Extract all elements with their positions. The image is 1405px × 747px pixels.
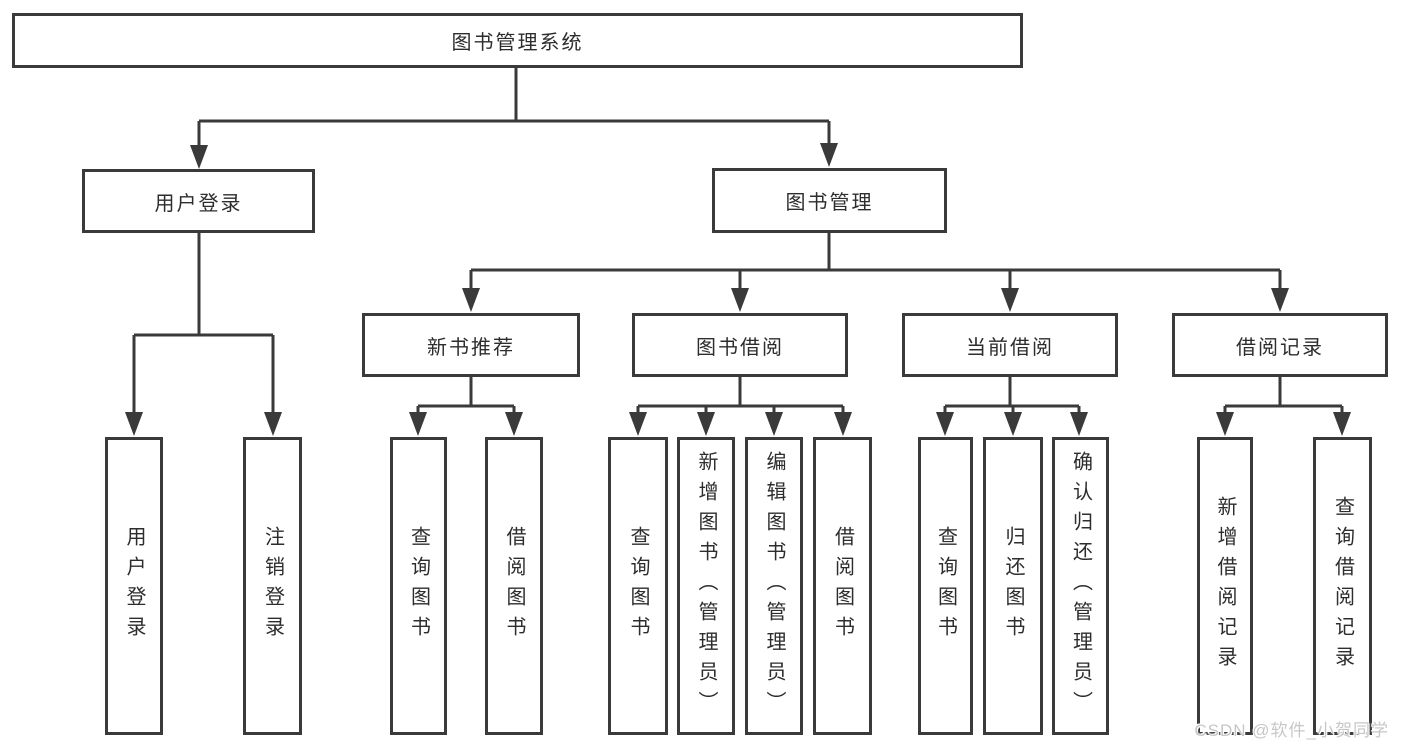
leaf-label: 归还图书	[1002, 526, 1024, 646]
leaf-return-book: 归还图书	[983, 437, 1043, 735]
leaf-label: 用户登录	[123, 526, 145, 646]
leaf-add-borrow-record: 新增借阅记录	[1197, 437, 1253, 735]
node-label: 新书推荐	[427, 336, 515, 359]
node-label: 借阅记录	[1236, 336, 1324, 359]
leaf-label: 新增图书（管理员）	[695, 451, 717, 721]
node-library-management-system: 图书管理系统	[12, 13, 1023, 68]
node-label: 图书管理	[785, 192, 874, 214]
leaf-borrow-book-newrec: 借阅图书	[485, 437, 543, 735]
node-label: 图书借阅	[696, 336, 784, 359]
leaf-label: 注销登录	[261, 526, 284, 646]
leaf-logout: 注销登录	[243, 437, 302, 735]
leaf-label: 查询图书	[627, 526, 649, 646]
leaf-label: 借阅图书	[503, 526, 525, 646]
leaf-query-book-newrec: 查询图书	[390, 437, 447, 735]
leaf-label: 借阅图书	[831, 526, 854, 646]
node-label: 当前借阅	[966, 336, 1054, 359]
node-new-book-recommend: 新书推荐	[362, 313, 580, 377]
leaf-edit-book-admin: 编辑图书（管理员）	[745, 437, 803, 735]
node-book-management: 图书管理	[712, 168, 947, 233]
arrow-heads	[125, 143, 1351, 436]
leaf-label: 查询图书	[407, 526, 430, 646]
leaf-label: 编辑图书（管理员）	[763, 451, 785, 721]
leaf-query-book-borrowing: 查询图书	[608, 437, 668, 735]
leaf-confirm-return-admin: 确认归还（管理员）	[1052, 437, 1109, 735]
csdn-watermark: CSDN @软件_小贺同学	[1194, 721, 1389, 740]
node-book-borrowing: 图书借阅	[632, 313, 848, 377]
node-label: 图书管理系统	[451, 32, 584, 54]
leaf-borrow-book-borrowing: 借阅图书	[813, 437, 872, 735]
leaf-label: 查询图书	[934, 526, 957, 646]
leaf-label: 新增借阅记录	[1214, 496, 1236, 676]
leaf-user-login: 用户登录	[105, 437, 163, 735]
leaf-label: 确认归还（管理员）	[1069, 451, 1092, 721]
leaf-query-book-current: 查询图书	[918, 437, 973, 735]
leaf-add-book-admin: 新增图书（管理员）	[677, 437, 735, 735]
node-user-login: 用户登录	[82, 169, 315, 233]
leaf-query-borrow-record: 查询借阅记录	[1313, 437, 1372, 735]
leaf-label: 查询借阅记录	[1331, 496, 1354, 676]
node-current-borrowing: 当前借阅	[902, 313, 1118, 377]
node-borrowing-records: 借阅记录	[1172, 313, 1388, 377]
node-label: 用户登录	[154, 192, 243, 215]
